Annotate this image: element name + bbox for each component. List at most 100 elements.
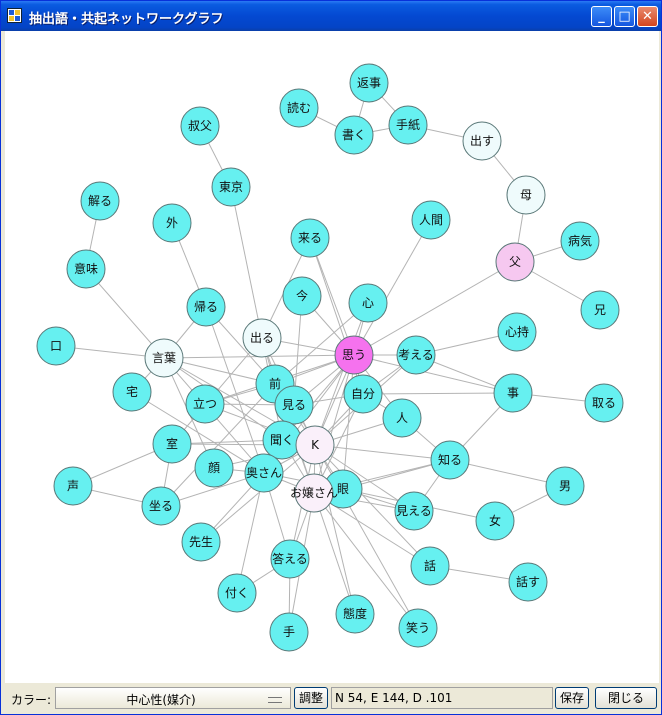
- node-兄[interactable]: 兄: [580, 290, 620, 330]
- node-自分[interactable]: 自分: [343, 374, 383, 414]
- node-坐る[interactable]: 坐る: [141, 486, 181, 526]
- node-考える[interactable]: 考える: [396, 335, 436, 375]
- node-口[interactable]: 口: [36, 326, 76, 366]
- node-label: 宅: [126, 384, 138, 399]
- node-label: K: [311, 438, 320, 452]
- co-occurrence-network: 返事読む 手紙書く 叔父 出す東京 母 解る外 人間 来る 病気父 意味今 心 帰る 兄出る 心持 口 思う考…: [36, 63, 624, 652]
- network-graph-canvas[interactable]: 返事読む 手紙書く 叔父 出す東京 母 解る外 人間 来る 病気父 意味今 心 帰る 兄出る 心持 口 思う考…: [5, 31, 659, 683]
- node-取る[interactable]: 取る: [584, 383, 624, 423]
- node-室[interactable]: 室: [152, 424, 192, 464]
- node-話[interactable]: 話: [410, 546, 450, 586]
- node-見る[interactable]: 見る: [274, 385, 314, 425]
- node-答える[interactable]: 答える: [270, 539, 310, 579]
- node-病気[interactable]: 病気: [560, 221, 600, 261]
- node-声[interactable]: 声: [53, 466, 93, 506]
- node-心[interactable]: 心: [348, 283, 388, 323]
- node-label: 立つ: [193, 396, 217, 411]
- node-母[interactable]: 母: [506, 175, 546, 215]
- node-返事[interactable]: 返事: [349, 63, 389, 103]
- node-心持[interactable]: 心持: [497, 312, 537, 352]
- node-聞く[interactable]: 聞く: [262, 420, 302, 460]
- node-付く[interactable]: 付く: [217, 573, 257, 613]
- node-label: 眼: [337, 482, 349, 496]
- node-来る[interactable]: 来る: [290, 218, 330, 258]
- edge-父-思う: [353, 261, 516, 356]
- node-circle: [279, 88, 319, 128]
- grid-app-icon: [7, 8, 22, 23]
- node-circle: [274, 385, 314, 425]
- node-label: 叔父: [188, 119, 212, 133]
- node-label: 態度: [343, 606, 367, 621]
- node-人間[interactable]: 人間: [411, 200, 451, 240]
- dropdown-icon: [268, 697, 282, 703]
- edge-来る-思う: [309, 237, 355, 356]
- node-circle: [185, 384, 225, 424]
- node-書く[interactable]: 書く: [334, 115, 374, 155]
- edge-自分-事: [362, 392, 514, 395]
- node-お嬢さん[interactable]: お嬢さん: [290, 473, 338, 513]
- node-事[interactable]: 事: [493, 373, 533, 413]
- node-circle: [112, 372, 152, 412]
- color-select[interactable]: 中心性(媒介): [55, 687, 291, 709]
- node-立つ[interactable]: 立つ: [185, 384, 225, 424]
- node-手[interactable]: 手: [269, 612, 309, 652]
- node-label: 坐る: [149, 499, 173, 513]
- node-解る[interactable]: 解る: [80, 181, 120, 221]
- node-手紙[interactable]: 手紙: [388, 105, 428, 145]
- edge-意味-言葉: [85, 268, 165, 359]
- close-window-button[interactable]: ✕: [637, 6, 658, 27]
- adjust-button[interactable]: 調整: [294, 687, 328, 709]
- node-circle: [545, 466, 585, 506]
- node-叔父[interactable]: 叔父: [180, 106, 220, 146]
- maximize-button[interactable]: □: [614, 6, 635, 27]
- node-見える[interactable]: 見える: [394, 491, 434, 531]
- node-笑う[interactable]: 笑う: [398, 608, 438, 648]
- node-circle: [560, 221, 600, 261]
- node-circle: [242, 318, 282, 358]
- node-label: 今: [296, 288, 308, 303]
- close-button[interactable]: 閉じる: [595, 687, 657, 709]
- node-K[interactable]: K: [295, 425, 335, 465]
- node-今[interactable]: 今: [282, 276, 322, 316]
- node-読む[interactable]: 読む: [279, 88, 319, 128]
- node-circle: [194, 448, 234, 488]
- node-男[interactable]: 男: [545, 466, 585, 506]
- node-label: 心持: [505, 324, 529, 339]
- node-女[interactable]: 女: [475, 501, 515, 541]
- status-bar: カラー: 中心性(媒介) 調整 N 54, E 144, D .101 保存 閉…: [1, 683, 661, 714]
- node-circle: [290, 218, 330, 258]
- node-label: 聞く: [270, 433, 294, 447]
- node-知る[interactable]: 知る: [430, 440, 470, 480]
- node-思う[interactable]: 思う: [334, 335, 374, 375]
- node-circle: [294, 473, 334, 513]
- node-態度[interactable]: 態度: [335, 594, 375, 634]
- minimize-button[interactable]: _: [591, 6, 612, 27]
- node-奥さん[interactable]: 奥さん: [244, 453, 284, 493]
- node-circle: [462, 121, 502, 161]
- node-帰る[interactable]: 帰る: [186, 287, 226, 327]
- node-label: 言葉: [152, 351, 176, 365]
- node-宅[interactable]: 宅: [112, 372, 152, 412]
- node-外[interactable]: 外: [152, 203, 192, 243]
- node-出る[interactable]: 出る: [242, 318, 282, 358]
- edge-思う-事: [353, 354, 514, 394]
- edge-心-K: [314, 302, 369, 446]
- save-button[interactable]: 保存: [555, 687, 589, 709]
- node-circle: [398, 608, 438, 648]
- node-話す[interactable]: 話す: [508, 562, 548, 602]
- node-父[interactable]: 父: [495, 242, 535, 282]
- edge-お嬢さん-笑う: [313, 492, 419, 629]
- node-顔[interactable]: 顔: [194, 448, 234, 488]
- title-bar[interactable]: 抽出語・共起ネットワークグラフ _ □ ✕: [1, 1, 661, 31]
- node-出す[interactable]: 出す: [462, 121, 502, 161]
- node-眼[interactable]: 眼: [323, 469, 363, 509]
- node-言葉[interactable]: 言葉: [144, 338, 184, 378]
- node-circle: [349, 63, 389, 103]
- node-label: 話す: [516, 574, 540, 589]
- node-label: 書く: [342, 128, 366, 142]
- node-意味[interactable]: 意味: [66, 249, 106, 289]
- node-先生[interactable]: 先生: [181, 522, 221, 562]
- node-人[interactable]: 人: [382, 398, 422, 438]
- node-東京[interactable]: 東京: [211, 167, 251, 207]
- node-label: 手: [283, 625, 295, 639]
